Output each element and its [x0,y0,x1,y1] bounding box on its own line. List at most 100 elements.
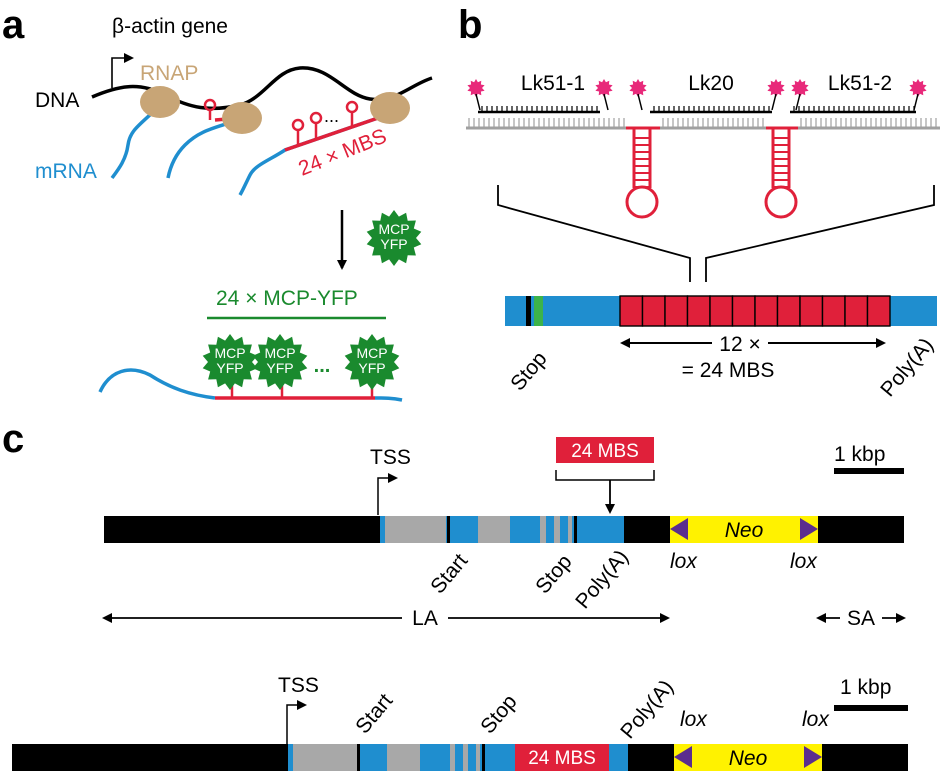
tss-arrow-top [377,473,398,515]
mcp-star-bound-1 [202,334,258,390]
exon-bottom-4 [455,744,463,771]
neo-label-bottom: Neo [729,747,768,770]
fluorophores [467,79,927,111]
mcp-array-label: 24 × MCP-YFP [216,287,358,310]
mcp-star-free [366,210,422,266]
fluorophore-5 [791,79,809,97]
mrna-strand-1 [110,108,157,180]
mrna-strand-2 [166,118,239,179]
fluorophore-2 [595,79,613,97]
zoom-bracket-right [705,185,935,282]
fluorophore-3 [629,79,647,97]
stop-codon-bottom [482,744,485,771]
la-label-bg [402,606,448,630]
panel-c-label: c [2,417,24,461]
hairpin-rungs [634,137,789,188]
exon-top-4 [546,516,554,543]
scale-label-bottom: 1 kbp [840,676,891,699]
exon-bottom-1 [288,744,293,771]
mbs-repeats [619,295,891,327]
stop-codon-mark [526,296,531,326]
la-label: LA [412,607,438,630]
stop-label-bottom: Stop [476,690,521,738]
sa-label-bg [840,606,882,630]
insert-box-top [556,437,654,463]
stem-loops-a [203,98,359,145]
lox-label-bottom-1: lox [680,708,708,731]
insert-label-top: 24 MBS [571,441,639,462]
mbs-repeat-unit [664,295,689,327]
insert-label-bottom: 24 MBS [528,748,596,769]
repeat-sub-label: = 24 MBS [682,359,775,382]
lox-label-top-1: lox [670,550,698,573]
exon-bottom-2 [357,744,387,771]
mcp-star-bound-2 [252,334,308,390]
mcp-yfp-bound-2: MCP YFP [252,334,308,390]
green-marker [534,296,543,326]
exon-bottom-5 [468,744,476,771]
exon-top-3 [510,516,540,543]
sa-label: SA [847,607,875,630]
bound-stems [230,380,374,398]
tss-label-top: TSS [370,446,411,469]
mrna-bound-5prime [98,368,216,400]
mbs-repeat-unit [641,295,666,327]
scale-bar-bottom [834,705,908,711]
neo-cassette-top [670,516,818,543]
repeat-label-bg [712,333,768,353]
mcp-b2-line2: YFP [266,360,293,376]
mrna-bound-3prime [374,396,403,402]
lox-label-bottom-2: lox [802,708,830,731]
panel-b: b Lk51-1 Lk20 Lk51-2 12 × [458,3,940,401]
stop-codon-top [574,516,577,543]
rnap-polymerase-3 [370,92,410,124]
panel-b-label: b [458,3,482,47]
stop-label-b: Stop [506,347,551,395]
mrna-mbs-segment-3 [284,116,379,152]
panel-a-label: a [2,3,25,47]
mcp-star-bound-3 [344,334,400,390]
mbs-repeat-unit [844,295,869,327]
mbs-backbone [466,118,940,130]
mcp-free-line2: YFP [380,236,407,252]
tss-arrow-bottom [286,700,307,744]
start-label-top: Start [426,549,472,598]
lox-site-top-1 [670,518,688,540]
rnap-polymerase-2 [222,102,262,134]
mcp-b3-line1: MCP [356,345,387,361]
probe-combs [478,106,916,114]
panel-a: a β-actin gene DNA RNAP mRNA ... 24 × MB… [2,3,433,402]
ms2-hairpins [625,128,798,219]
mrna-strand-3 [238,116,379,196]
repeat-label: 12 × [719,333,760,356]
mbs-repeat-unit [686,295,711,327]
mcp-yfp-bound-1: MCP YFP [202,334,258,390]
mcp-yfp-bound-3: MCP YFP [344,334,400,390]
lox-site-bottom-1 [674,746,692,768]
exon-top-5 [560,516,568,543]
fluorophore-4 [767,79,785,97]
targeting-construct: TSS 24 MBS 1 kbp Neo Start Stop P [102,437,906,630]
stem-loop-ellipsis: ... [324,106,339,126]
panel-c: c TSS 24 MBS 1 kbp Neo Start [2,417,908,771]
mcp-free-line1: MCP [378,221,409,237]
lox-site-bottom-2 [804,746,822,768]
neo-label-top: Neo [725,519,764,542]
scale-label-top: 1 kbp [834,443,885,466]
start-codon-top [447,516,450,543]
insert-box-bottom [515,744,609,771]
mbs-repeat-unit [731,295,756,327]
fluorophore-1 [467,79,485,97]
mcp-b2-line1: MCP [264,345,295,361]
scale-bar-top [834,468,904,474]
mbs-repeat-unit [821,295,846,327]
mbs-repeat-unit [776,295,801,327]
exon-bottom-3 [420,744,450,771]
rnap-polymerase-1 [140,86,180,118]
mbs-repeat-unit [619,295,644,327]
probe-label-3: Lk51-2 [828,72,892,95]
bound-ellipsis: ... [314,355,331,377]
probe-label-1: Lk51-1 [521,72,585,95]
neo-cassette-bottom [674,744,822,771]
